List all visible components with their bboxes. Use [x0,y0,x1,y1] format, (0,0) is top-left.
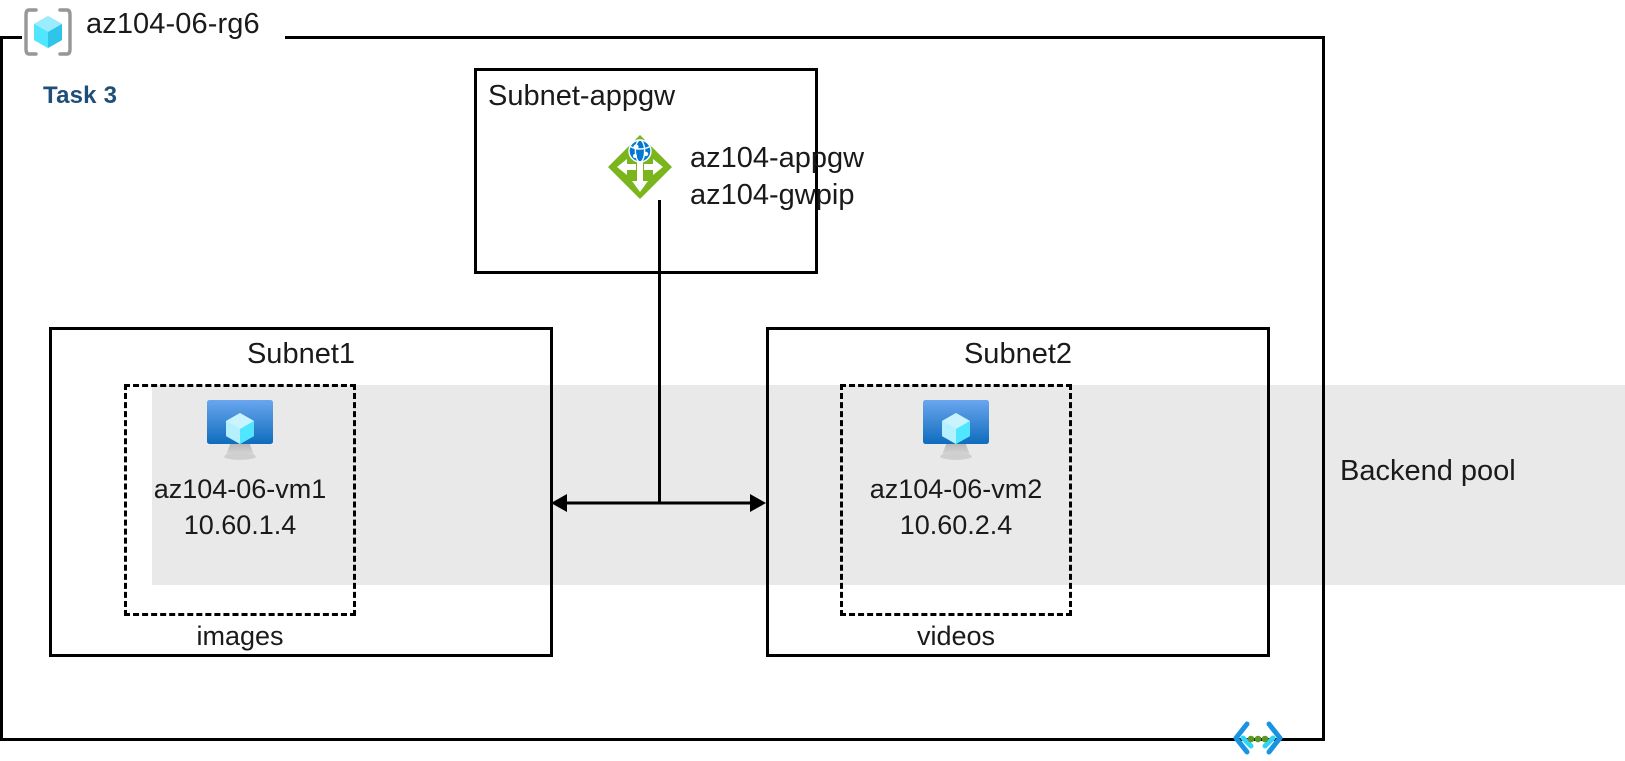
gateway-to-subnets-connector [658,200,661,503]
appgw-resource-labels: az104-appgw az104-gwpip [690,140,864,214]
subnet-appgw-box [474,68,818,274]
resource-group-border-top-left [0,36,22,39]
gwpip-name: az104-gwpip [690,179,855,212]
vm2-ip: 10.60.2.4 [899,509,1013,540]
virtual-machine-icon [207,400,273,460]
resource-group-icon [22,6,74,58]
subnet1-box [49,327,553,657]
vm1-ip: 10.60.1.4 [183,509,297,540]
subnet1-dashed-boundary [124,384,356,616]
application-gateway-icon [607,134,673,200]
subnet1-title: Subnet1 [246,338,356,370]
subnet2-storage-label: videos [916,621,996,651]
subnet1-subnet2-arrow [551,489,766,517]
backend-pool-label: Backend pool [1340,455,1516,487]
subnet2-box [766,327,1270,657]
resource-group-border-top [285,36,1325,39]
vm2-name: az104-06-vm2 [869,474,1043,504]
virtual-machine-icon [923,400,989,460]
subnet1-storage-label: images [196,621,284,651]
vm1-name: az104-06-vm1 [153,474,327,504]
resource-group-border-right [1322,36,1325,739]
resource-group-title: az104-06-rg6 [86,8,260,40]
task-label: Task 3 [43,82,118,109]
vm2-block: az104-06-vm2 10.60.2.4 [840,398,1072,543]
vm1-block: az104-06-vm1 10.60.1.4 [124,398,356,543]
backend-pool-band [152,385,1625,585]
resource-group-border-bottom [0,738,1325,741]
subnet2-title: Subnet2 [963,338,1073,370]
resource-group-border-left [0,36,3,739]
subnet-appgw-title: Subnet-appgw [488,80,676,112]
subnet2-dashed-boundary [840,384,1072,616]
virtual-network-icon [1232,718,1284,758]
appgw-name: az104-appgw [690,142,865,174]
